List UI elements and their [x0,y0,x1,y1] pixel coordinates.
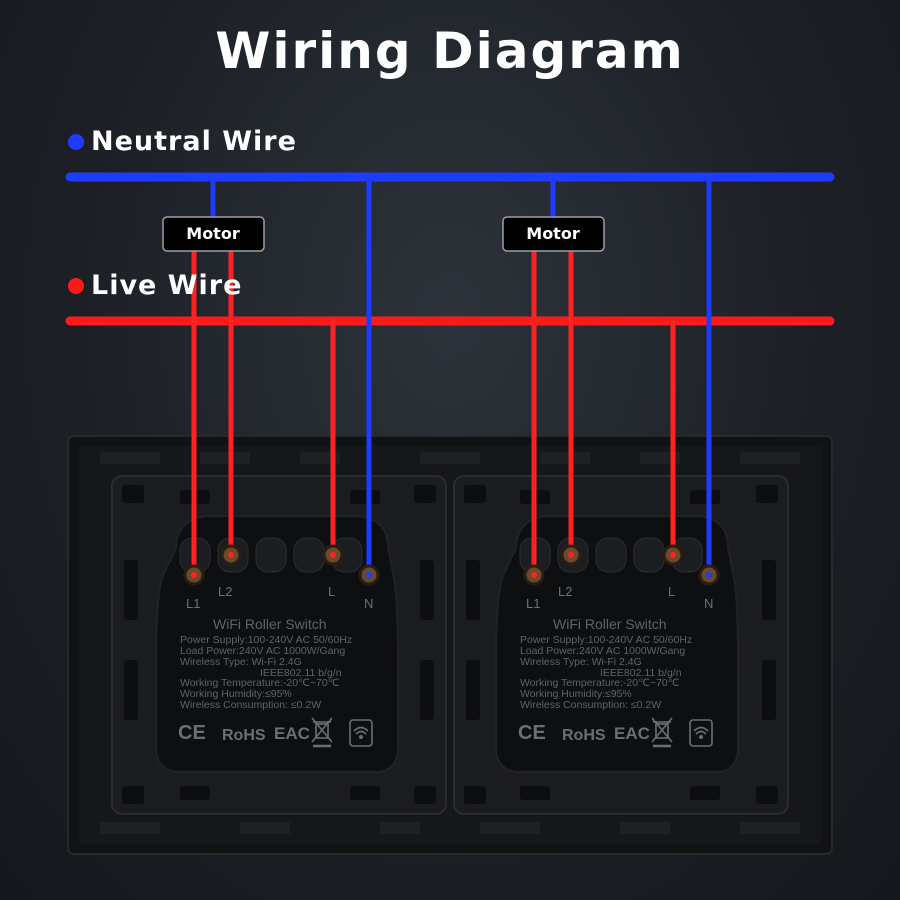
spec-line: Power Supply:100-240V AC 50/60Hz [520,634,693,646]
spec-line: Load Power:240V AC 1000W/Gang [520,645,686,657]
switch-module-1 [155,515,399,773]
weee-bin-icon [651,717,673,748]
spec-line: Power Supply:100-240V AC 50/60Hz [180,634,353,646]
spec-line: Wireless Type: Wi-Fi 2.4G [520,656,642,668]
spec-line: Working Humidity:≤95% [180,688,292,700]
terminal-label-l1: L1 [186,596,201,611]
wifi-icon [689,719,713,747]
neutral-wire-legend: Neutral Wire [68,126,297,157]
eac-mark: EAC [274,724,310,743]
spec-line: IEEE802.11 b/g/n [260,667,342,679]
spec-line: Load Power:240V AC 1000W/Gang [180,645,346,657]
rohs-mark: RoHS [222,727,266,744]
spec-line: IEEE802.11 b/g/n [600,667,682,679]
red-dot-icon [68,277,84,294]
live-drop-wires [191,250,676,575]
eac-mark: EAC [614,724,650,743]
motor-box-1 [162,216,265,252]
terminal-label-n: N [364,596,374,611]
neutral-wire-label: Neutral Wire [91,126,297,157]
weee-bin-icon [311,717,333,748]
live-wire-label: Live Wire [91,270,243,301]
spec-line: Wireless Type: Wi-Fi 2.4G [180,656,302,668]
page-title: Wiring Diagram [215,22,685,80]
motor-box-2 [502,216,605,252]
ce-mark: CE [518,722,546,744]
wifi-icon [349,719,373,747]
switch-module-2 [495,515,739,773]
terminal-label-l: L [668,584,676,599]
spec-line: Working Humidity:≤95% [520,688,632,700]
module-title: WiFi Roller Switch [213,616,327,632]
module-title: WiFi Roller Switch [553,616,667,632]
motor-label: Motor [526,224,580,243]
spec-line: Wireless Consumption: ≤0.2W [180,699,322,711]
spec-line: Working Temperature:-20℃~70℃ [180,677,340,689]
terminal-label-l2: L2 [218,584,233,599]
terminal-label-n: N [704,596,714,611]
terminal-label-l1: L1 [526,596,541,611]
ce-mark: CE [178,722,206,744]
spec-line: Working Temperature:-20℃~70℃ [520,677,680,689]
blue-dot-icon [68,133,84,150]
terminal-label-l: L [328,584,336,599]
spec-line: Wireless Consumption: ≤0.2W [520,699,662,711]
rohs-mark: RoHS [562,727,606,744]
live-wire-legend: Live Wire [68,270,242,301]
terminal-label-l2: L2 [558,584,573,599]
neutral-drop-wires [210,177,712,575]
motor-label: Motor [186,224,240,243]
